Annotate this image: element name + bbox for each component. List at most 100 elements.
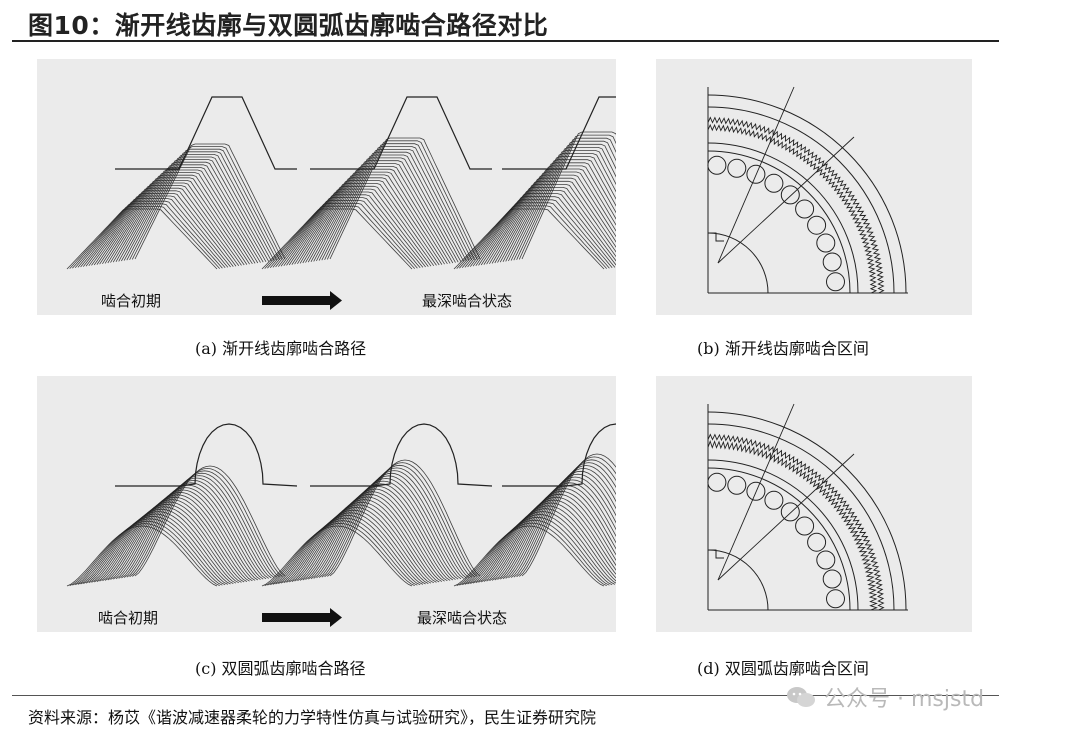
panel-d-outer-arc xyxy=(707,411,907,611)
panel-b-bearing-ball-4 xyxy=(780,185,800,205)
panel-a-flex-curve-0-18 xyxy=(115,161,267,262)
panel-a-flex-curve-0-12 xyxy=(99,177,250,265)
panel-a-flex-curve-0-23 xyxy=(129,148,280,260)
panel-a-flex-curve-1-13 xyxy=(297,171,448,265)
panel-c-flex-curve-0-20 xyxy=(121,477,272,579)
panel-a-flex-curve-2-13 xyxy=(489,168,616,265)
panel-a-flex-curve-1-24 xyxy=(326,140,478,260)
panel-a-caption: (a) 渐开线齿廓啮合路径 xyxy=(195,339,367,358)
panel-b-ring-outer-arc xyxy=(707,106,895,294)
panel-c-flex-curve-1-2 xyxy=(267,520,418,586)
panel-a-flex-curve-1-14 xyxy=(299,168,451,264)
panel-a-flex-curve-1-3 xyxy=(269,200,421,269)
panel-c-flex-curve-2-13 xyxy=(489,488,616,582)
panel-b-tooth-ring-outer xyxy=(707,116,885,294)
wechat-icon xyxy=(787,687,815,707)
panel-a-flex-curve-1-6 xyxy=(277,191,429,267)
panel-a-flex-curve-1-20 xyxy=(316,151,467,262)
panel-c-flex-curve-1-18 xyxy=(310,478,462,580)
panel-a-flex-curve-2-23 xyxy=(516,137,616,260)
panel-a-flex-curve-1-18 xyxy=(310,157,462,262)
panel-a-flex-curve-0-14 xyxy=(104,172,256,264)
panel-a-flex-curve-0-21 xyxy=(123,154,275,261)
watermark-text: 公众号 · msjstd xyxy=(824,687,985,712)
panel-a-flex-curve-0-13 xyxy=(102,174,253,265)
panel-d-bearing-ball-2 xyxy=(746,481,766,501)
panel-c-flex-curve-2-21 xyxy=(510,465,616,578)
panel-a-flex-curve-1-23 xyxy=(324,143,475,260)
panel-d-bearing-ball-0 xyxy=(707,472,727,492)
panel-a-flex-curve-2-1 xyxy=(456,205,607,269)
panel-c-meshing-path: 啮合初期 最深啮合状态 xyxy=(37,376,616,632)
panel-c-flex-curve-2-19 xyxy=(505,470,616,579)
panel-b-bearing-ball-2 xyxy=(746,164,766,184)
panel-c-flex-curve-2-2 xyxy=(459,519,610,586)
panel-b-bearing-ball-5 xyxy=(795,199,815,219)
panel-d-zone-line-2 xyxy=(717,453,855,581)
panel-a-flex-curve-2-15 xyxy=(494,162,616,264)
panel-a-flex-curve-1-25 xyxy=(329,137,481,260)
panel-b-hub-arc xyxy=(707,232,769,294)
panel-c-flex-curve-2-1 xyxy=(456,522,607,586)
panel-c-flex-curve-2-8 xyxy=(475,502,616,584)
panel-a-arrow-shaft xyxy=(262,296,332,305)
panel-c-flex-curve-0-16 xyxy=(110,487,261,580)
panel-a-flex-curve-2-22 xyxy=(513,140,616,261)
panel-a-flex-curve-2-25 xyxy=(521,131,616,260)
panel-a-flex-curve-1-17 xyxy=(307,160,459,263)
panel-c-flex-curve-2-18 xyxy=(502,473,616,580)
panel-a-flex-curve-1-0 xyxy=(261,208,413,270)
panel-a-flex-curve-2-11 xyxy=(483,174,616,265)
panel-c-flex-curve-1-24 xyxy=(327,462,478,577)
panel-a-flex-curve-0-7 xyxy=(85,190,237,267)
panel-c-flex-curve-0-17 xyxy=(112,484,264,580)
panel-a-flex-curve-2-19 xyxy=(505,150,616,262)
panel-c-flex-curve-1-0 xyxy=(261,525,413,587)
panel-b-zone-line-2 xyxy=(717,136,855,264)
panel-c-flex-curve-1-7 xyxy=(280,507,432,584)
panel-c-flex-curve-2-23 xyxy=(516,459,616,578)
panel-c-flex-curve-0-12 xyxy=(99,496,250,582)
panel-d-tooth-ring-outer xyxy=(707,433,885,611)
panel-a-flex-curve-1-9 xyxy=(286,183,437,266)
panel-c-flex-curve-0-0 xyxy=(66,525,218,587)
panel-a-flex-curve-0-4 xyxy=(77,198,229,268)
panel-d-zone-line-1 xyxy=(717,403,795,581)
panel-d-meshing-zone xyxy=(656,376,972,632)
panel-d-meshing-zone-drawing xyxy=(707,403,908,611)
panel-c-rigid-tooth-0 xyxy=(115,423,298,487)
panel-a-flex-curve-1-22 xyxy=(321,146,473,261)
panel-c-arrow-shaft xyxy=(262,613,332,622)
panel-b-zone-line-1 xyxy=(717,86,795,264)
panel-c-flex-curve-1-3 xyxy=(270,517,421,586)
panel-c-flex-curve-2-5 xyxy=(467,511,616,585)
panel-c-flex-curve-0-8 xyxy=(88,506,240,584)
panel-a-flex-curve-2-21 xyxy=(510,143,616,261)
panel-b-caption: (b) 渐开线齿廓啮合区间 xyxy=(697,339,869,358)
panel-c-flex-curve-1-10 xyxy=(288,499,440,583)
panel-b-meshing-zone-drawing xyxy=(707,86,908,294)
panel-c-flex-curve-1-23 xyxy=(324,464,475,578)
panel-a-flex-curve-0-19 xyxy=(118,159,270,262)
panel-a-flex-curve-0-0 xyxy=(66,208,218,270)
panel-d-bearing-ball-6 xyxy=(807,532,827,552)
panel-d-race-arc xyxy=(707,467,851,611)
panel-b-bearing-ball-7 xyxy=(816,233,836,253)
panel-b-bearing-ball-8 xyxy=(822,252,842,272)
panel-b-tooth-ring xyxy=(707,123,878,294)
panel-a-flex-curve-0-25 xyxy=(134,143,286,260)
panel-d-ring-inner-arc xyxy=(707,459,859,611)
panel-c-arrow-head xyxy=(330,608,342,627)
panel-c-rigid-tooth-1 xyxy=(310,423,493,487)
panel-c-flex-curve-1-21 xyxy=(318,470,470,578)
panel-c-flex-curve-1-11 xyxy=(291,496,443,582)
panel-c-flex-curve-0-22 xyxy=(126,472,278,578)
panel-a-flex-curve-1-21 xyxy=(318,149,470,261)
panel-a-flex-curve-1-15 xyxy=(302,166,454,264)
panel-b-hub-step xyxy=(708,232,724,242)
panel-a-flex-curve-2-20 xyxy=(508,147,616,262)
panel-c-flex-curve-1-17 xyxy=(307,480,459,580)
panel-a-flex-curve-2-24 xyxy=(518,134,616,260)
panel-c-end-label: 最深啮合状态 xyxy=(417,609,508,627)
panel-c-flex-curve-0-21 xyxy=(123,475,275,578)
